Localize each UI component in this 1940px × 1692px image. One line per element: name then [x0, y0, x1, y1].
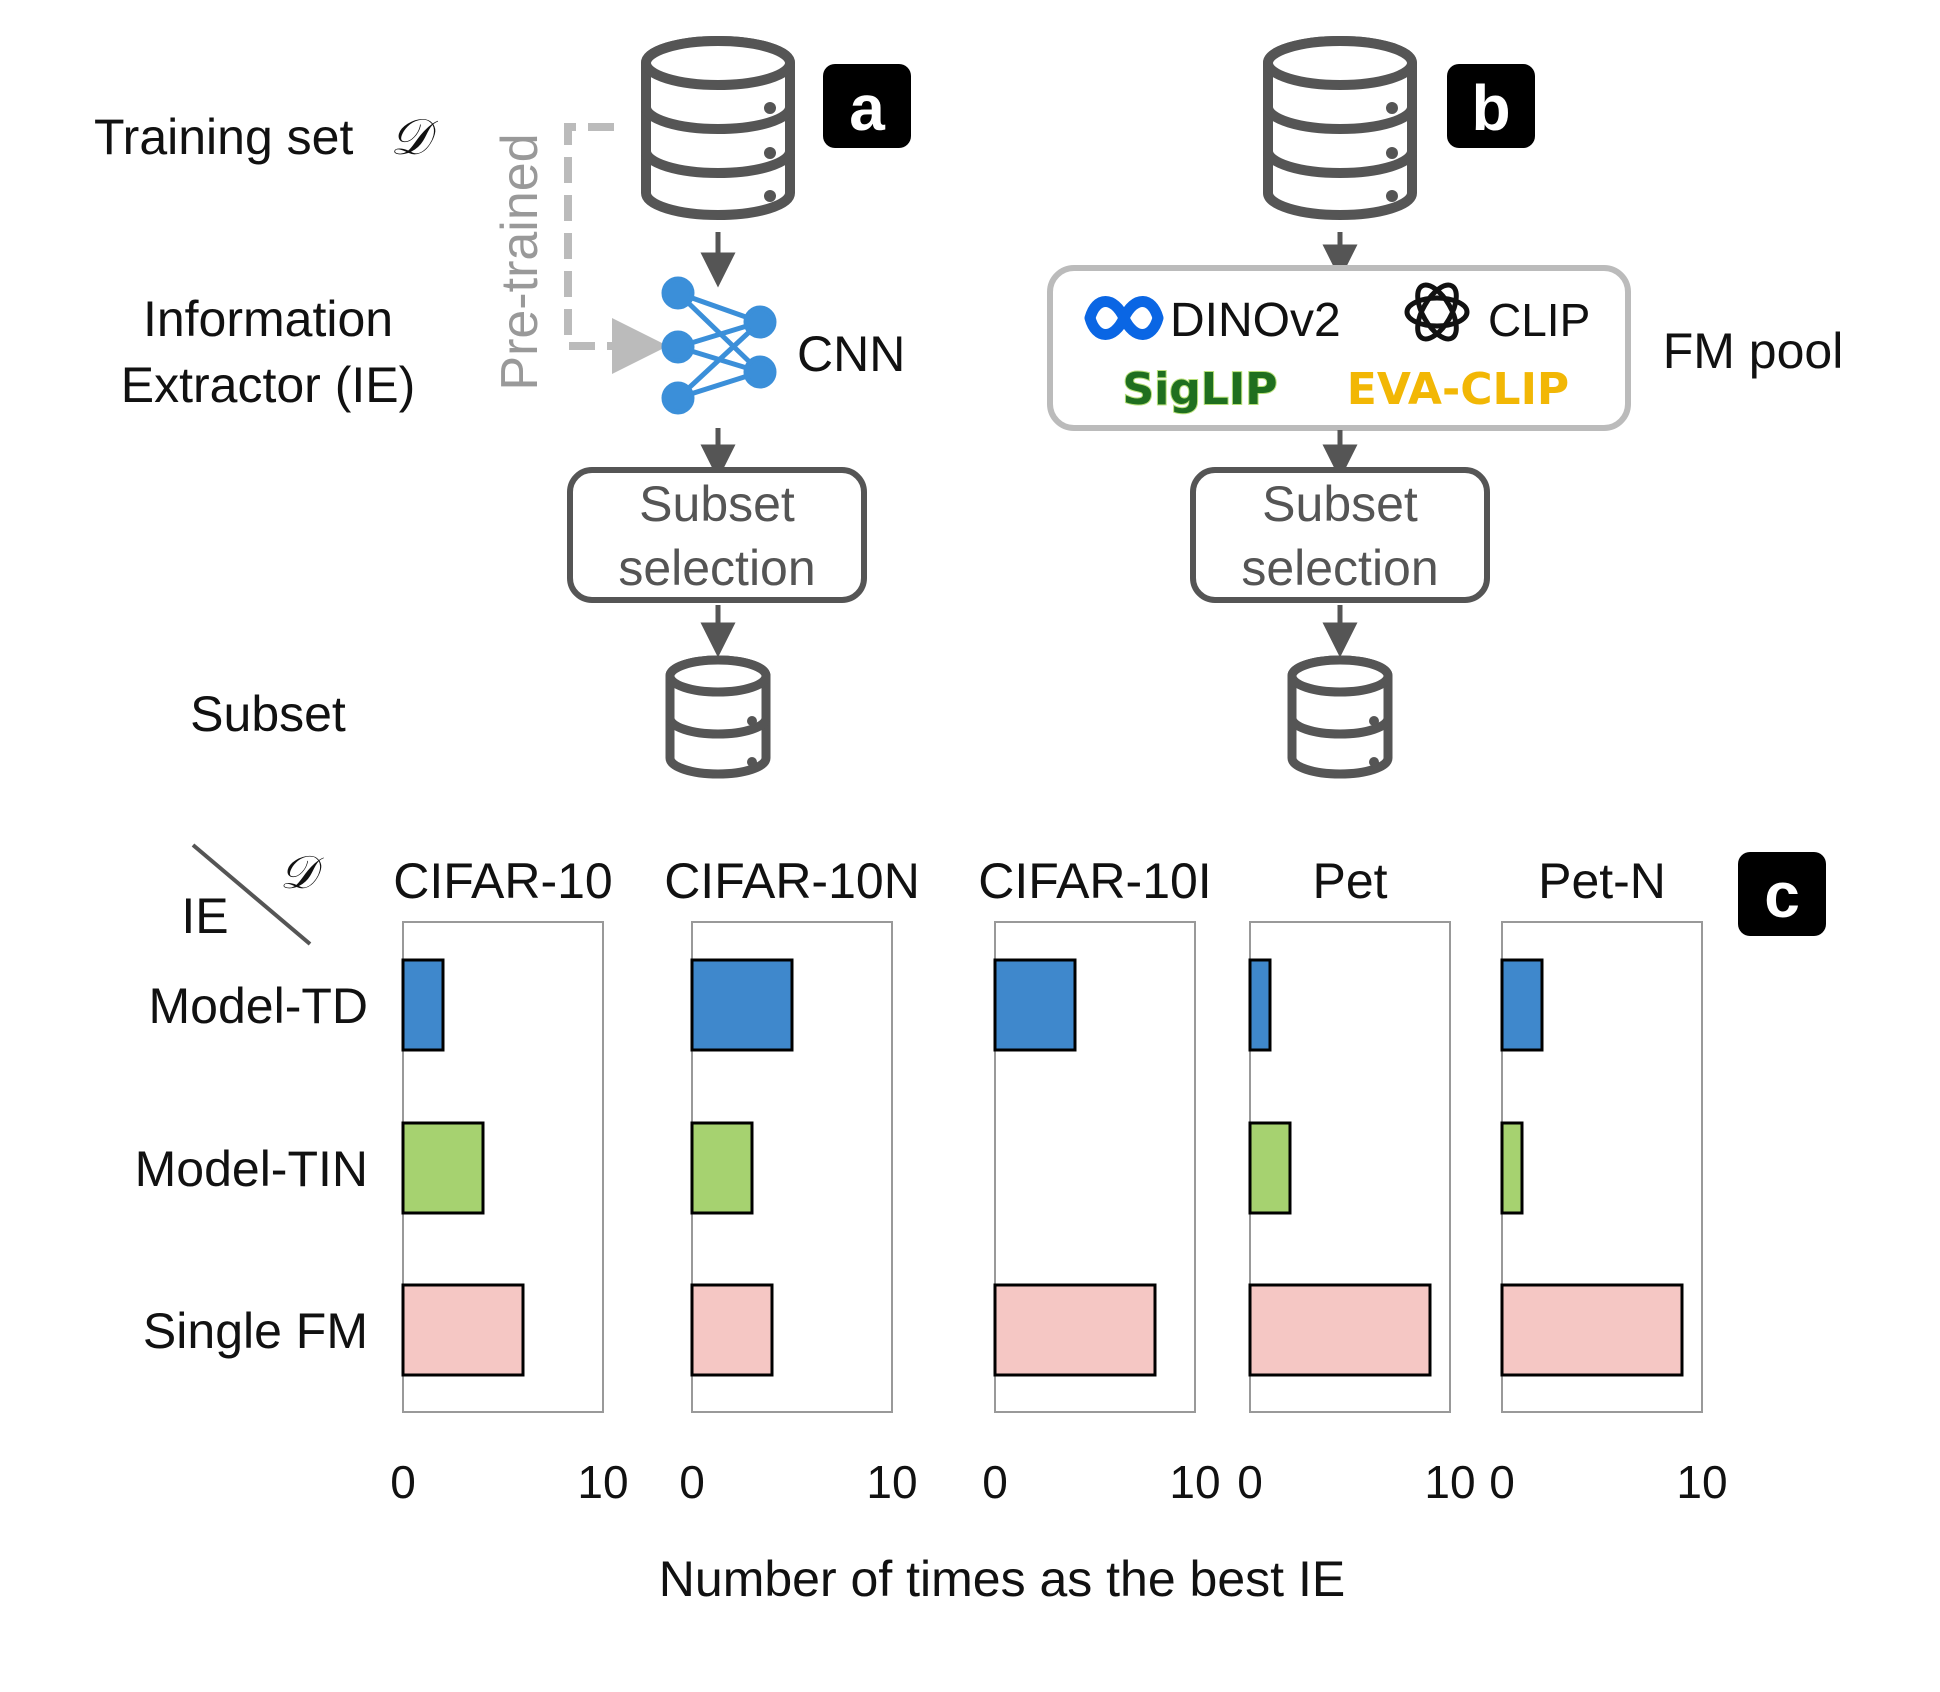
- dinov2-label: DINOv2: [1170, 294, 1341, 347]
- bar: [1500, 1283, 1684, 1377]
- bar: [993, 958, 1077, 1052]
- meta-infinity-icon: [1084, 296, 1164, 340]
- badge-c-letter: c: [1764, 859, 1800, 931]
- corner-row-label: IE: [181, 888, 228, 944]
- bar: [690, 1121, 754, 1215]
- corner-diagonal: [191, 843, 312, 946]
- badge-a: [823, 64, 911, 148]
- panel-title: Pet-N: [1538, 853, 1666, 909]
- bar: [401, 1283, 525, 1377]
- tick-label: 10: [866, 1456, 917, 1508]
- selection-b-line1: Subset: [1262, 476, 1418, 532]
- tick-label: 10: [1676, 1456, 1727, 1508]
- chart-panel: Pet 0 10: [1237, 853, 1475, 1508]
- bar: [690, 958, 794, 1052]
- chart-panel: CIFAR-10N 0 10: [664, 853, 920, 1508]
- corner-col-label: 𝒟: [280, 846, 325, 898]
- selection-a-line1: Subset: [639, 476, 795, 532]
- training-set-label: Training set: [94, 109, 353, 165]
- bar: [401, 958, 445, 1052]
- selection-a-line2: selection: [618, 540, 815, 596]
- subset-selection-box-b: [1190, 467, 1490, 603]
- dataset-symbol: 𝒟: [390, 109, 439, 165]
- tick-label: 0: [679, 1456, 705, 1508]
- panel-title: Pet: [1312, 853, 1387, 909]
- training-set-database-icon: [646, 41, 790, 215]
- tick-label: 0: [1489, 1456, 1515, 1508]
- cnn-label: CNN: [797, 326, 905, 382]
- category-label: Single FM: [143, 1303, 368, 1359]
- tick-label: 0: [390, 1456, 416, 1508]
- fm-pool-label: FM pool: [1663, 323, 1844, 379]
- openai-knot-icon: [1404, 282, 1470, 342]
- panel-title: CIFAR-10N: [664, 853, 920, 909]
- x-axis-label: Number of times as the best IE: [659, 1551, 1345, 1607]
- badge-b-letter: b: [1471, 72, 1510, 144]
- fm-pool-box: [1047, 265, 1631, 431]
- category-labels: Model-TD Model-TIN Single FM: [135, 978, 368, 1359]
- tick-label: 10: [1424, 1456, 1475, 1508]
- subset-label: Subset: [190, 686, 346, 742]
- tick-label: 0: [982, 1456, 1008, 1508]
- panel-title: CIFAR-10: [393, 853, 613, 909]
- bar: [1248, 1121, 1292, 1215]
- bar: [1500, 958, 1544, 1052]
- subset-selection-box-a: [567, 467, 867, 603]
- pretrained-label: Pre-trained: [491, 133, 549, 390]
- badge-b: [1447, 64, 1535, 148]
- panel-b: b DINOv2 CLIP SigLIP EVA-CLIP FM pool Su…: [1047, 41, 1844, 774]
- subset-database-icon-a: [670, 660, 766, 774]
- tick-label: 0: [1237, 1456, 1263, 1508]
- chart-panel: CIFAR-10I 0 10: [978, 853, 1220, 1508]
- chart-panel: CIFAR-10 0 10: [390, 853, 628, 1508]
- ie-label-line1: Information: [143, 291, 393, 347]
- tick-label: 10: [1169, 1456, 1220, 1508]
- chart-panel: Pet-N 0 10: [1489, 853, 1727, 1508]
- row-labels: Training set 𝒟 Information Extractor (IE…: [94, 109, 439, 742]
- bar: [1248, 958, 1272, 1052]
- pretrained-dashed-connector: [564, 123, 668, 374]
- cnn-network-icon: [661, 276, 777, 415]
- badge-c: [1738, 852, 1826, 936]
- tick-label: 10: [577, 1456, 628, 1508]
- ie-label-line2: Extractor (IE): [121, 357, 415, 413]
- bar: [690, 1283, 774, 1377]
- selection-b-line2: selection: [1241, 540, 1438, 596]
- bar: [1248, 1283, 1432, 1377]
- panel-a: a Pre-trained CNN Subset selection: [491, 41, 911, 774]
- bar: [401, 1121, 485, 1215]
- bar: [993, 1283, 1157, 1377]
- badge-a-letter: a: [849, 72, 885, 144]
- training-set-database-icon-b: [1268, 41, 1412, 215]
- siglip-label: SigLIP: [1123, 364, 1278, 415]
- category-label: Model-TIN: [135, 1141, 368, 1197]
- eva-clip-label: EVA-CLIP: [1347, 364, 1569, 415]
- clip-label: CLIP: [1488, 294, 1590, 346]
- bar: [1500, 1121, 1524, 1215]
- category-label: Model-TD: [149, 978, 368, 1034]
- panel-title: CIFAR-10I: [978, 853, 1211, 909]
- subset-database-icon-b: [1292, 660, 1388, 774]
- panel-c: IE 𝒟 c Model-TD Model-TIN Single FM CIFAR-…: [135, 843, 1826, 1607]
